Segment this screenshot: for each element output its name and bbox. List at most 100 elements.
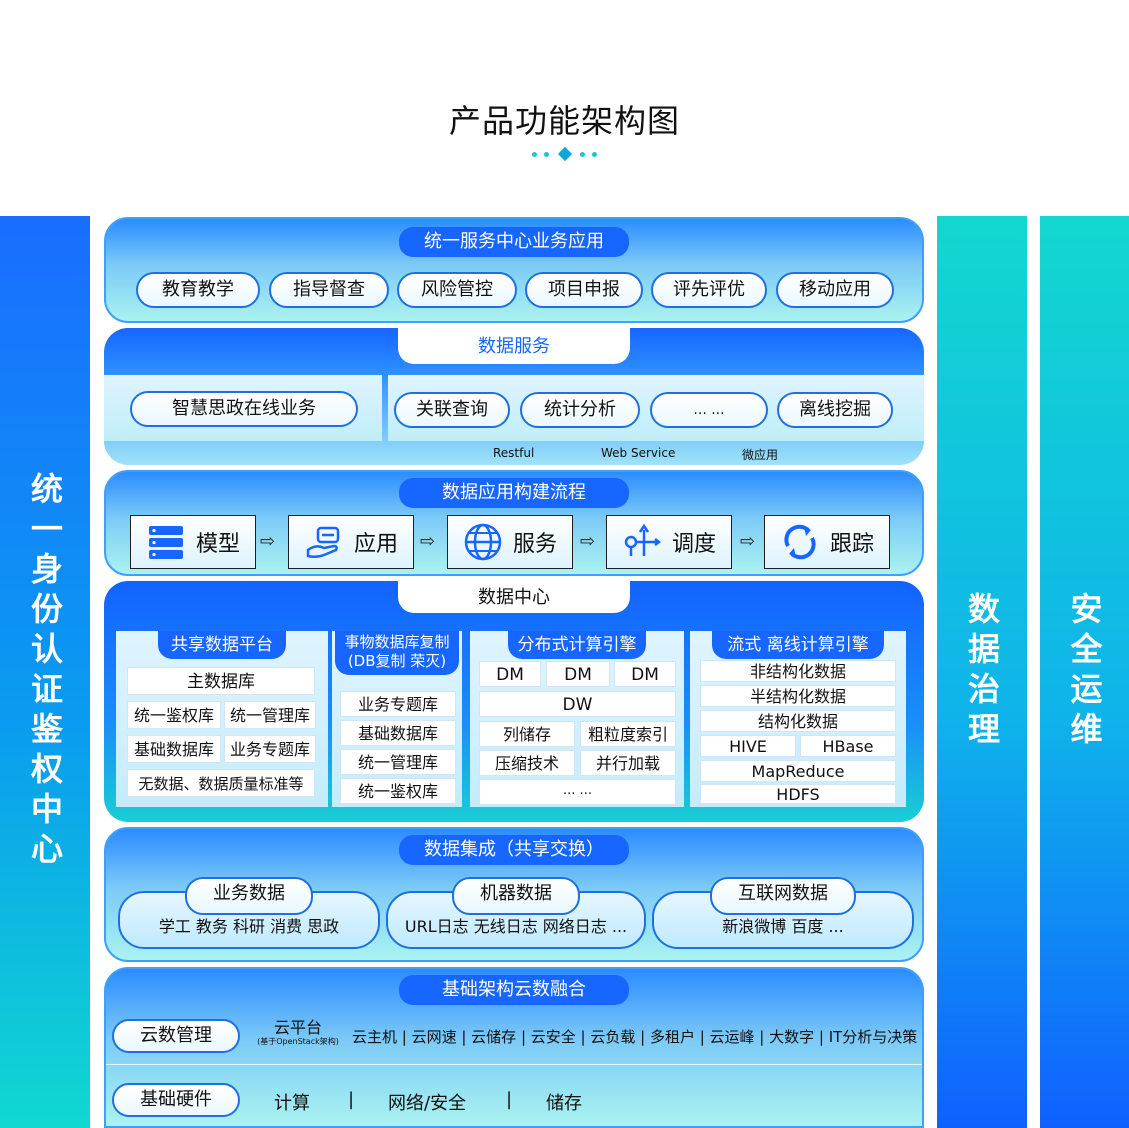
flow-step-label: 调度: [671, 532, 716, 557]
mapreduce-box: MapReduce: [700, 760, 896, 782]
flow-arrow: ⇨: [420, 531, 436, 552]
data-type-box: 非结构化数据: [700, 660, 896, 682]
service-item[interactable]: 离线挖掘: [777, 392, 893, 428]
db-item: 主数据库: [127, 667, 315, 695]
data-source-items: URL日志 无线日志 网络日志 ...: [404, 917, 628, 936]
data-center-title: 数据中心: [398, 581, 630, 613]
layers-icon: [148, 526, 183, 559]
service-item[interactable]: ... ...: [650, 392, 768, 428]
db-item: 基础数据库: [340, 720, 456, 746]
app-item[interactable]: 评先评优: [651, 272, 767, 308]
stream-engine-zone: 流式 离线计算引擎 非结构化数据 半结构化数据 结构化数据 HIVE HBase…: [690, 631, 906, 807]
data-type-box: 结构化数据: [700, 710, 896, 732]
flow-arrow: ⇨: [260, 531, 276, 552]
db-copy-zone: 事物数据库复制 (DB复制 荣灭) 业务专题库 基础数据库 统一管理库 统一鉴权…: [332, 631, 462, 807]
shared-platform-zone: 共享数据平台 主数据库 统一鉴权库 统一管理库 基础数据库 业务专题库 无数据、…: [116, 631, 328, 807]
identity-auth-label: 统一身份认证鉴权中心: [26, 472, 64, 872]
protocol-label: 微应用: [742, 448, 779, 462]
page-title: 产品功能架构图: [448, 102, 680, 140]
data-type-box: 半结构化数据: [700, 685, 896, 707]
flow-step-app[interactable]: 应用: [288, 515, 414, 569]
flow-step-service[interactable]: 服务: [447, 515, 573, 569]
db-item: 统一管理库: [224, 701, 316, 729]
hdfs-box: HDFS: [700, 784, 896, 804]
service-item[interactable]: 统计分析: [520, 392, 640, 428]
flow-step-model[interactable]: 模型: [130, 515, 256, 569]
app-item[interactable]: 教育教学: [136, 272, 260, 308]
flow-step-schedule[interactable]: 调度: [606, 515, 732, 569]
shared-platform-title: 共享数据平台: [158, 631, 286, 659]
db-copy-title-line2: (DB复制 荣灭): [347, 652, 447, 670]
data-governance-label: 数据治理: [963, 592, 1001, 752]
data-source-label: 业务数据: [185, 877, 313, 915]
protocol-label: Web Service: [601, 446, 676, 460]
protocol-label: Restful: [493, 446, 535, 460]
integration-title: 数据集成（共享交换）: [399, 835, 629, 865]
dm-box: DM: [614, 661, 676, 687]
hardware-compute: 计算: [274, 1093, 310, 1114]
db-item: 无数据、数据质量标准等: [127, 769, 315, 797]
infra-divider: [106, 1064, 922, 1065]
data-service-title: 数据服务: [398, 328, 630, 364]
db-item: 统一管理库: [340, 749, 456, 775]
app-item[interactable]: 移动应用: [776, 272, 894, 308]
app-layer-panel: 统一服务中心业务应用 教育教学 指导督查 风险管控 项目申报 评先评优 移动应用: [104, 217, 924, 323]
data-center-panel: 数据中心 共享数据平台 主数据库 统一鉴权库 统一管理库 基础数据库 业务专题库…: [104, 581, 924, 822]
service-item[interactable]: 关联查询: [394, 392, 510, 428]
stream-engine-title: 流式 离线计算引擎: [712, 631, 884, 659]
app-layer-title: 统一服务中心业务应用: [399, 227, 629, 257]
hand-app-icon: [306, 526, 340, 559]
db-item: 统一鉴权库: [340, 778, 456, 804]
db-item: 业务专题库: [340, 691, 456, 717]
distributed-engine-zone: 分布式计算引擎 DM DM DM DW 列储存 粗粒度索引 压缩技术 并行加载 …: [470, 631, 684, 807]
build-flow-title: 数据应用构建流程: [399, 478, 629, 508]
flow-step-track[interactable]: 跟踪: [764, 515, 890, 569]
app-item[interactable]: 项目申报: [525, 272, 643, 308]
cloud-mgmt-item[interactable]: 云数管理: [112, 1019, 240, 1053]
data-source-group: 互联网数据 新浪微博 百度 ...: [652, 877, 914, 949]
flow-step-label: 跟踪: [829, 532, 874, 557]
security-ops-bar: 安全运维: [1040, 216, 1129, 1128]
db-item: 统一鉴权库: [127, 701, 221, 729]
db-item: 基础数据库: [127, 735, 221, 763]
cloud-services: 云主机 | 云网速 | 云储存 | 云安全 | 云负载 | 多租户 | 云运峰 …: [352, 1028, 918, 1046]
hardware-network: 网络/安全: [388, 1093, 467, 1114]
tech-box: 压缩技术: [479, 750, 575, 776]
security-ops-label: 安全运维: [1065, 592, 1104, 752]
hardware-separator: |: [348, 1089, 355, 1110]
tech-box: ... ...: [479, 779, 676, 805]
hardware-storage: 储存: [546, 1093, 582, 1114]
refresh-icon: [784, 524, 816, 560]
dm-box: DM: [546, 661, 610, 687]
app-item[interactable]: 风险管控: [397, 272, 517, 308]
infra-title: 基础架构云数融合: [399, 975, 629, 1005]
infra-panel: 基础架构云数融合 云数管理 云平台 (基于OpenStack架构) 云主机 | …: [104, 967, 924, 1128]
identity-auth-bar: 统一身份认证鉴权中心: [0, 216, 90, 1128]
dw-box: DW: [479, 691, 676, 717]
cloud-platform-note: (基于OpenStack架构): [257, 1037, 339, 1046]
flow-arrow: ⇨: [740, 531, 756, 552]
integration-panel: 数据集成（共享交换） 业务数据 学工 教务 科研 消费 思政 机器数据 URL日…: [104, 827, 924, 962]
hbase-box: HBase: [800, 735, 896, 757]
hardware-item[interactable]: 基础硬件: [112, 1083, 240, 1117]
data-governance-bar: 数据治理: [937, 216, 1027, 1128]
online-business-item[interactable]: 智慧思政在线业务: [130, 391, 358, 427]
db-copy-title-line1: 事物数据库复制: [344, 633, 450, 651]
data-source-items: 新浪微博 百度 ...: [722, 917, 844, 936]
app-item[interactable]: 指导督查: [269, 272, 389, 308]
data-source-label: 互联网数据: [710, 877, 856, 915]
flow-step-label: 模型: [195, 532, 240, 557]
data-source-group: 业务数据 学工 教务 科研 消费 思政: [118, 877, 380, 949]
dm-box: DM: [479, 661, 541, 687]
data-source-items: 学工 教务 科研 消费 思政: [158, 917, 340, 936]
db-item: 业务专题库: [224, 735, 316, 763]
tech-box: 列储存: [479, 721, 575, 747]
flow-arrow: ⇨: [580, 531, 596, 552]
tech-box: 粗粒度索引: [580, 721, 676, 747]
title-ornament: [530, 146, 600, 162]
distributed-engine-title: 分布式计算引擎: [508, 631, 646, 659]
flow-step-label: 应用: [353, 532, 398, 557]
cloud-platform: 云平台 (基于OpenStack架构): [250, 1019, 346, 1047]
hardware-separator: |: [506, 1089, 513, 1110]
schedule-icon: [624, 523, 662, 556]
